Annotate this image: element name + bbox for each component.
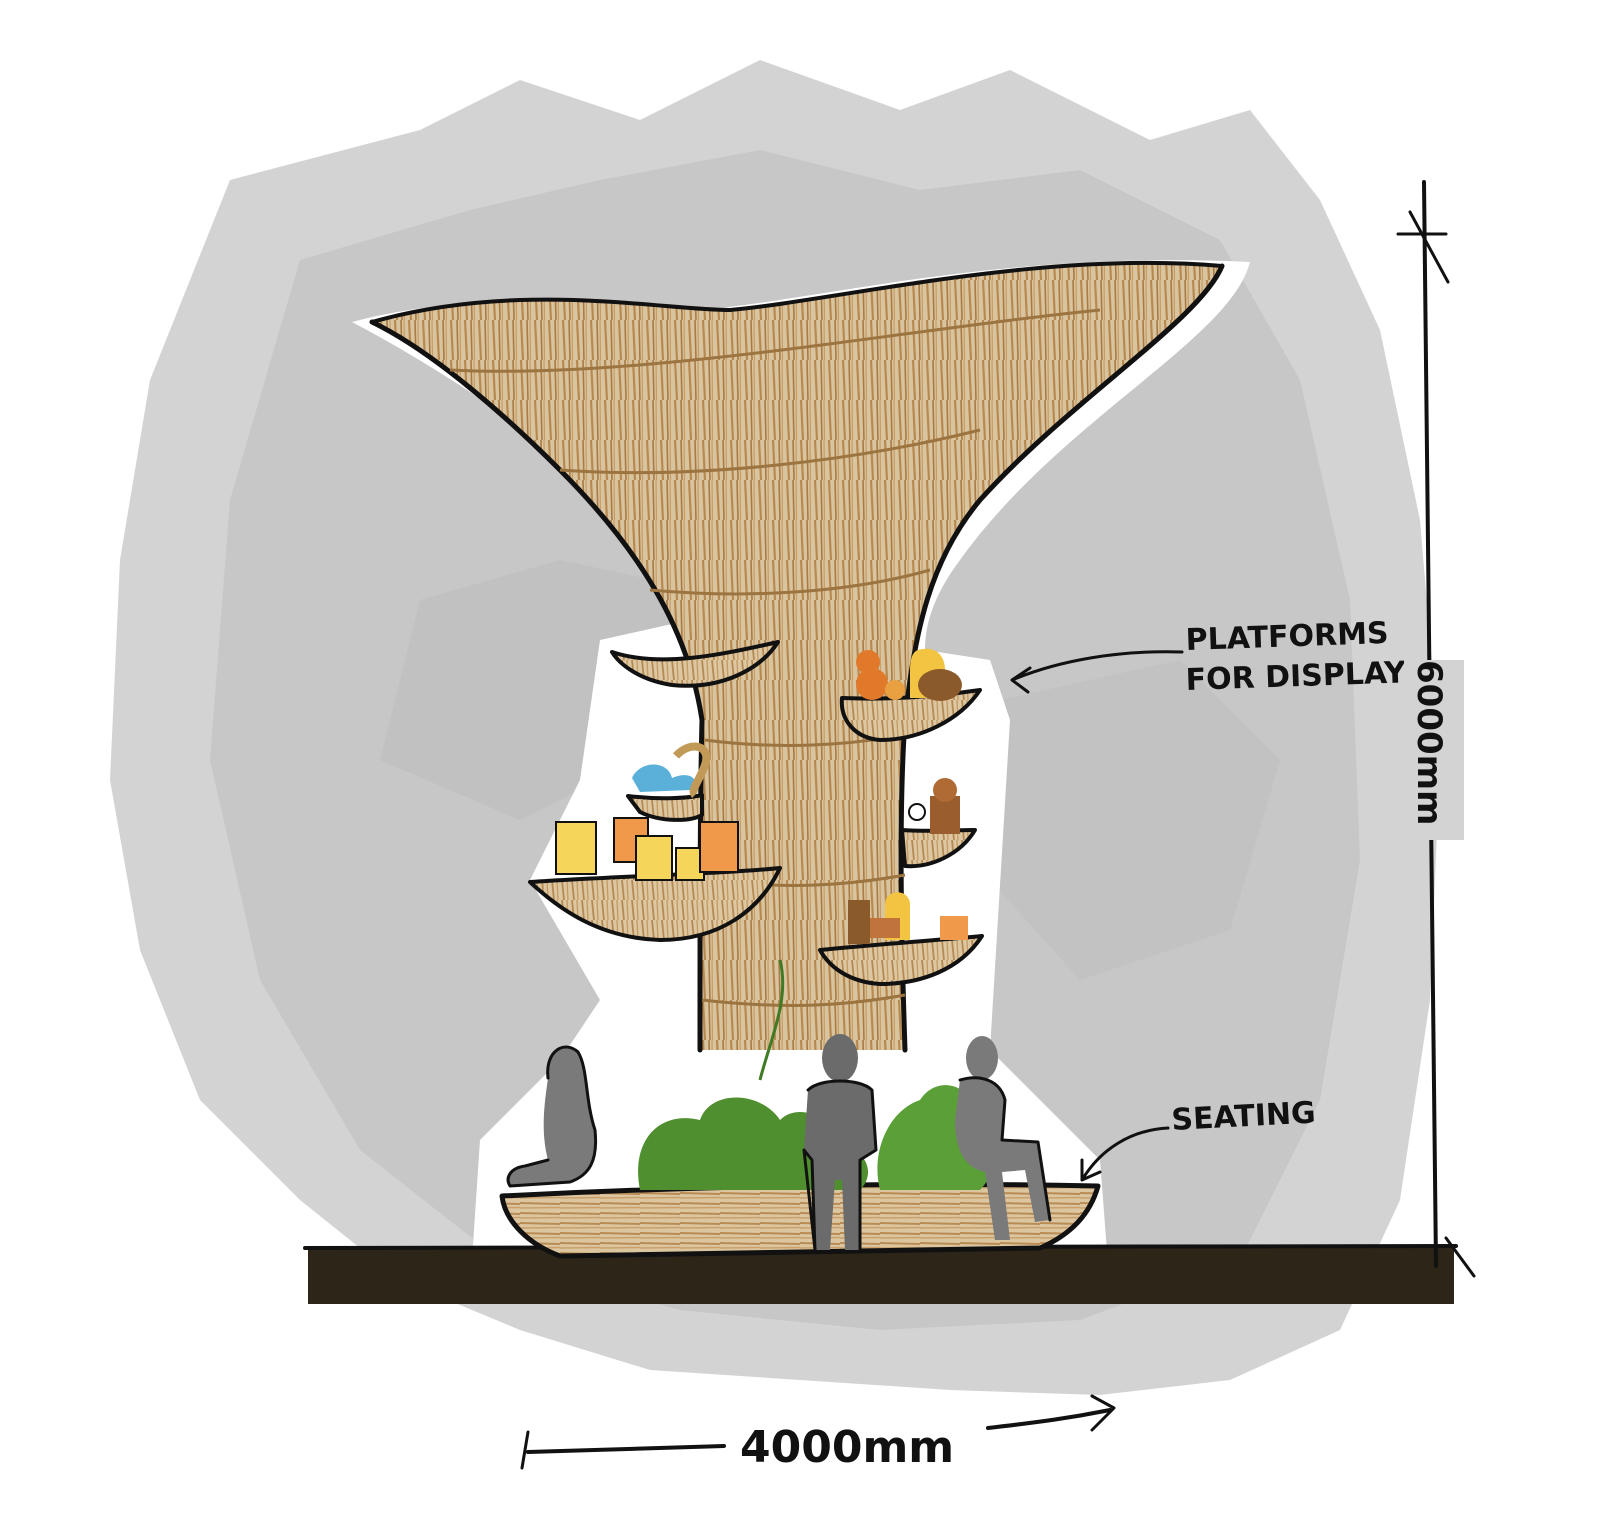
seating-leader-arrow [1080,1126,1170,1182]
person-seated-left [506,1045,598,1188]
platforms-label-line1: PLATFORMS [1185,616,1389,658]
platforms-label-line2: FOR DISPLAY [1185,655,1408,698]
display-platform-left-top [610,640,780,688]
person-seated-right [955,1036,1052,1240]
person-standing-center [802,1034,878,1252]
seating-label: SEATING [1171,1095,1317,1138]
display-platform-right-top [839,688,982,742]
display-platform-right-mid [900,828,977,869]
tree-column [369,260,1225,1053]
floor-slab [308,1246,1454,1304]
display-platform-right-low [818,934,984,986]
width-label: 4000mm [740,1422,954,1473]
height-label: 6000mm [1409,660,1449,825]
width-dimension: 4000mm [520,1394,1116,1473]
annotation-seating: SEATING [1080,1095,1317,1182]
platforms-leader-arrow [1010,650,1184,694]
display-platform-left-mid [626,793,704,822]
annotation-platforms: PLATFORMS FOR DISPLAY [1010,616,1408,698]
height-dimension: 6000mm [1396,180,1476,1278]
seating-bench [499,1181,1101,1259]
display-items [555,648,968,944]
